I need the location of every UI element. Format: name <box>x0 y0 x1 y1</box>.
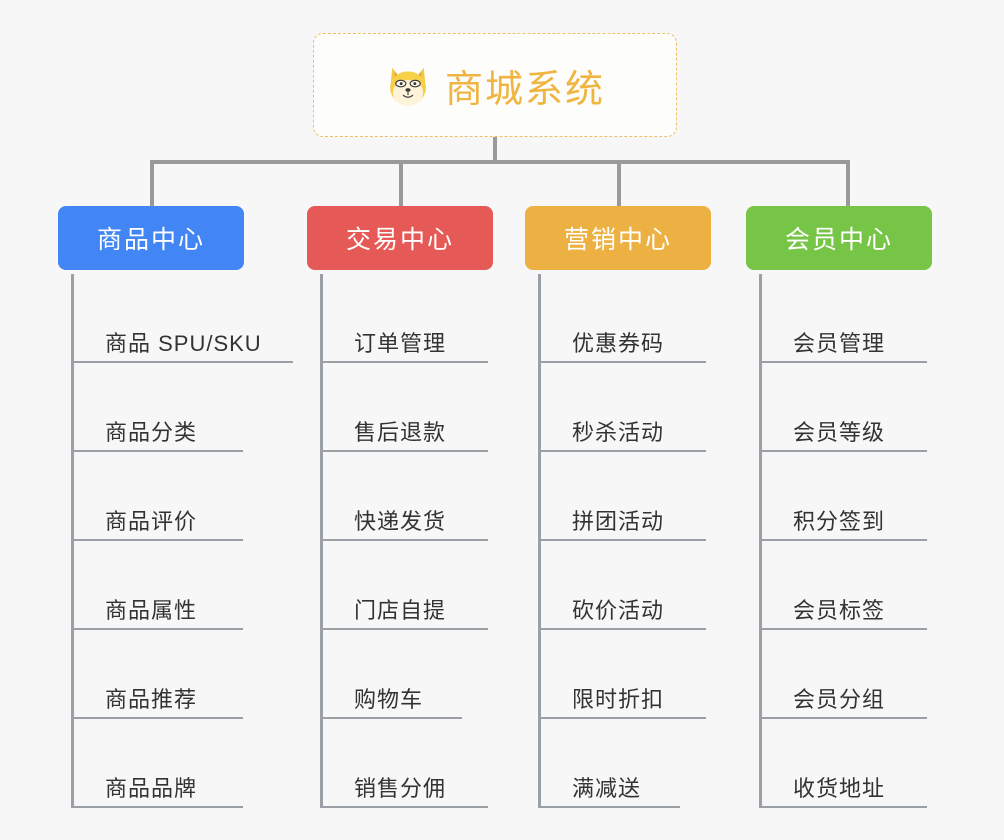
list-item-label: 拼团活动 <box>572 508 665 534</box>
list-item-label: 门店自提 <box>354 597 447 623</box>
branch-rail <box>320 274 323 808</box>
list-item[interactable]: 会员分组 <box>761 630 927 719</box>
list-item[interactable]: 商品 SPU/SKU <box>73 274 293 363</box>
branch-header-member-center[interactable]: 会员中心 <box>746 206 932 270</box>
list-item-label: 会员分组 <box>793 686 886 712</box>
list-item[interactable]: 秒杀活动 <box>540 363 706 452</box>
branch-column-trade-center: 交易中心 订单管理 售后退款 快递发货 门店自提 购物车 销售分佣 <box>307 206 537 808</box>
connector-root-stem <box>493 137 497 163</box>
branch-items-product-center: 商品 SPU/SKU 商品分类 商品评价 商品属性 商品推荐 商品品牌 <box>58 274 306 808</box>
list-item-label: 商品品牌 <box>105 775 198 801</box>
list-item[interactable]: 砍价活动 <box>540 541 706 630</box>
list-item-label: 秒杀活动 <box>572 419 665 445</box>
branch-header-trade-center[interactable]: 交易中心 <box>307 206 493 270</box>
branch-rail <box>538 274 541 808</box>
list-item-label: 商品推荐 <box>105 686 198 712</box>
branch-header-product-center[interactable]: 商品中心 <box>58 206 244 270</box>
list-item-label: 商品属性 <box>105 597 198 623</box>
branch-items-marketing-center: 优惠券码 秒杀活动 拼团活动 砍价活动 限时折扣 满减送 <box>525 274 755 808</box>
list-item-label: 商品评价 <box>105 508 198 534</box>
list-item-label: 会员标签 <box>793 597 886 623</box>
list-item-label: 限时折扣 <box>572 686 665 712</box>
root-title: 商城系统 <box>444 68 605 111</box>
list-item[interactable]: 满减送 <box>540 719 680 808</box>
list-item-label: 购物车 <box>354 686 424 712</box>
branch-items-member-center: 会员管理 会员等级 积分签到 会员标签 会员分组 收货地址 <box>746 274 976 808</box>
list-item-label: 订单管理 <box>354 330 447 356</box>
list-item[interactable]: 积分签到 <box>761 452 927 541</box>
branch-column-product-center: 商品中心 商品 SPU/SKU 商品分类 商品评价 商品属性 商品推荐 商品品牌 <box>58 206 306 808</box>
list-item-label: 售后退款 <box>354 419 447 445</box>
list-item-label: 销售分佣 <box>354 775 447 801</box>
list-item[interactable]: 商品分类 <box>73 363 243 452</box>
list-item[interactable]: 限时折扣 <box>540 630 706 719</box>
list-item-label: 积分签到 <box>793 508 886 534</box>
connector-bus <box>150 160 850 164</box>
connector-drop-2 <box>399 160 403 206</box>
list-item-label: 收货地址 <box>793 775 886 801</box>
branch-column-member-center: 会员中心 会员管理 会员等级 积分签到 会员标签 会员分组 收货地址 <box>746 206 976 808</box>
list-item[interactable]: 售后退款 <box>322 363 488 452</box>
list-item[interactable]: 商品推荐 <box>73 630 243 719</box>
list-item[interactable]: 门店自提 <box>322 541 488 630</box>
list-item[interactable]: 商品属性 <box>73 541 243 630</box>
list-item-label: 优惠券码 <box>572 330 665 356</box>
list-item-label: 砍价活动 <box>572 597 665 623</box>
list-item[interactable]: 快递发货 <box>322 452 488 541</box>
branch-rail <box>759 274 762 808</box>
list-item[interactable]: 销售分佣 <box>322 719 488 808</box>
list-item[interactable]: 商品评价 <box>73 452 243 541</box>
list-item[interactable]: 收货地址 <box>761 719 927 808</box>
branch-column-marketing-center: 营销中心 优惠券码 秒杀活动 拼团活动 砍价活动 限时折扣 满减送 <box>525 206 755 808</box>
list-item-label: 会员等级 <box>793 419 886 445</box>
branch-header-label: 商品中心 <box>96 226 205 254</box>
list-item[interactable]: 拼团活动 <box>540 452 706 541</box>
branch-header-marketing-center[interactable]: 营销中心 <box>525 206 711 270</box>
list-item[interactable]: 订单管理 <box>322 274 488 363</box>
list-item-label: 满减送 <box>572 775 642 801</box>
branch-header-label: 交易中心 <box>345 226 454 254</box>
list-item[interactable]: 会员标签 <box>761 541 927 630</box>
list-item[interactable]: 会员等级 <box>761 363 927 452</box>
list-item[interactable]: 购物车 <box>322 630 462 719</box>
list-item[interactable]: 商品品牌 <box>73 719 243 808</box>
connector-drop-1 <box>150 160 154 206</box>
branch-header-label: 营销中心 <box>563 226 672 254</box>
list-item-label: 商品 SPU/SKU <box>105 330 262 356</box>
dog-face-icon <box>385 62 431 108</box>
list-item[interactable]: 优惠券码 <box>540 274 706 363</box>
connector-drop-4 <box>846 160 850 206</box>
list-item-label: 会员管理 <box>793 330 886 356</box>
list-item-label: 快递发货 <box>354 508 447 534</box>
connector-drop-3 <box>617 160 621 206</box>
list-item-label: 商品分类 <box>105 419 198 445</box>
branch-rail <box>71 274 74 808</box>
branch-items-trade-center: 订单管理 售后退款 快递发货 门店自提 购物车 销售分佣 <box>307 274 537 808</box>
list-item[interactable]: 会员管理 <box>761 274 927 363</box>
branch-header-label: 会员中心 <box>784 226 893 254</box>
root-node[interactable]: 商城系统 <box>313 33 677 137</box>
